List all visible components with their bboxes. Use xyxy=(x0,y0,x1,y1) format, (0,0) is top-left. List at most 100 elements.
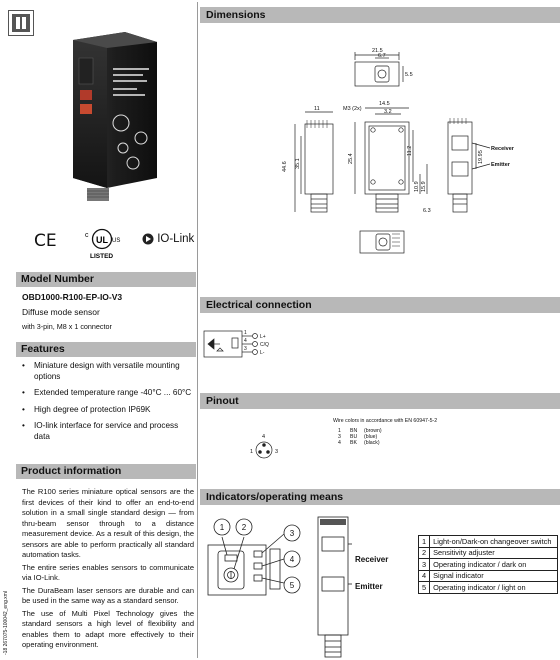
indicators-heading: Indicators/operating means xyxy=(200,489,560,505)
product-info-paragraph: The use of Multi Pixel Technology gives … xyxy=(22,608,194,650)
dim-height-254: 25.4 xyxy=(348,153,354,164)
feature-item: IO-link interface for service and proces… xyxy=(22,421,194,442)
brand-logo-mark xyxy=(12,14,30,32)
model-subdescription: with 3-pin, M8 x 1 connector xyxy=(22,322,112,331)
product-info-text: The R100 series miniature optical sensor… xyxy=(22,487,194,653)
indicators-drawing: 1 2 3 4 5 Receiver Emitter xyxy=(207,516,388,658)
ce-mark: CE xyxy=(34,231,57,251)
ul-listed-text: LISTED xyxy=(90,253,113,260)
model-number: OBD1000-R100-EP-IO-V3 xyxy=(22,292,123,302)
pinout-pin1: 1 xyxy=(250,449,253,455)
model-description: Diffuse mode sensor xyxy=(22,307,100,317)
elec-l-plus: L+ xyxy=(260,334,266,340)
electrical-connection-heading: Electrical connection xyxy=(200,297,560,313)
elec-pin3: 3 xyxy=(244,346,247,352)
pinout-diagram: 4 1 3 xyxy=(250,434,278,459)
product-photo xyxy=(73,32,157,201)
ul-c-text: c xyxy=(85,232,89,239)
ul-mark-text: UL xyxy=(96,235,108,245)
iolink-text: IO-Link xyxy=(157,233,195,246)
wire-code: BN xyxy=(350,428,358,434)
dim-height-446: 44.6 xyxy=(282,161,288,172)
wire-row: 3 BU (blue) xyxy=(338,434,382,440)
indicator-callout-5: 5 xyxy=(290,581,295,590)
product-info-paragraph: The DuraBeam laser sensors are durable a… xyxy=(22,585,194,606)
wire-code: BU xyxy=(350,434,358,441)
wire-row: 4 BK (black) xyxy=(338,440,382,446)
indicator-receiver-label: Receiver xyxy=(355,555,388,564)
indicator-emitter-label: Emitter xyxy=(355,582,383,591)
dim-thread: M3 (2x) xyxy=(343,106,362,112)
pinout-pin4: 4 xyxy=(262,434,265,440)
dim-width-11: 11 xyxy=(314,106,320,112)
document-code: -18 267075-100042_eng.xml xyxy=(3,591,9,655)
dimensions-heading: Dimensions xyxy=(200,7,560,23)
wire-color: (blue) xyxy=(364,434,378,441)
indicator-num: 5 xyxy=(417,581,431,594)
dim-top-width: 21.5 xyxy=(372,48,383,54)
indicator-callout-1: 1 xyxy=(220,523,225,532)
wire-code: BK xyxy=(350,440,357,447)
dim-width-32: 3.2 xyxy=(384,109,392,115)
product-info-paragraph: The R100 series miniature optical sensor… xyxy=(22,487,194,559)
ul-us-text: US xyxy=(112,238,120,244)
indicator-text: Operating indicator / light on xyxy=(429,581,559,594)
dim-height-1995: 19.95 xyxy=(478,150,484,164)
features-heading: Features xyxy=(16,342,196,357)
elec-l-minus: L- xyxy=(260,350,265,356)
elec-pin4: 4 xyxy=(244,338,247,344)
indicator-callout-4: 4 xyxy=(290,555,295,564)
iolink-logo: IO-Link xyxy=(142,233,194,245)
indicator-num: 2 xyxy=(417,546,431,559)
wire-num: 1 xyxy=(338,428,341,434)
ul-listed-mark: UL c US LISTED xyxy=(85,228,120,260)
features-list: Miniature design with versatile mounting… xyxy=(22,361,194,448)
dim-height-351: 35.1 xyxy=(295,158,301,169)
dim-top-inner: 6.7 xyxy=(378,53,386,59)
elec-cq: C/Q xyxy=(260,342,269,348)
wire-row: 1 BN (brown) xyxy=(338,428,382,434)
wire-num: 4 xyxy=(338,440,341,447)
wire-color-list: 1 BN (brown) 3 BU (blue) 4 BK (black) xyxy=(338,428,382,447)
feature-item: High degree of protection IP69K xyxy=(22,405,194,416)
brand-logo xyxy=(8,10,34,36)
iolink-icon xyxy=(142,233,154,245)
dim-height-63: 6.3 xyxy=(423,208,431,214)
column-divider xyxy=(197,2,198,658)
dimensions-drawing: 21.5 6.7 5.5 11 M3 (2x) 14.5 3.2 44.6 35… xyxy=(282,48,515,254)
dim-height-112: 11.2 xyxy=(407,146,413,156)
product-info-heading: Product information xyxy=(16,464,196,479)
dim-height-109: 10.9 xyxy=(414,181,420,192)
feature-item: Miniature design with versatile mounting… xyxy=(22,361,194,382)
indicator-text: Sensitivity adjuster xyxy=(429,546,559,559)
feature-item: Extended temperature range -40°C ... 60°… xyxy=(22,388,194,399)
pinout-heading: Pinout xyxy=(200,393,560,409)
indicator-callout-2: 2 xyxy=(242,523,247,532)
indicator-num: 4 xyxy=(417,569,431,582)
dim-receiver-label: Receiver xyxy=(491,146,515,152)
indicator-text: Operating indicator / dark on xyxy=(429,558,559,571)
indicator-callout-3: 3 xyxy=(290,529,295,538)
electrical-connection-diagram: 1 4 3 L+ C/Q L- xyxy=(203,330,269,358)
wire-color: (black) xyxy=(364,440,380,447)
wire-colors-title: Wire colors in accordance with EN 60947-… xyxy=(333,418,438,424)
dim-width-145: 14.5 xyxy=(379,101,390,107)
indicator-num: 3 xyxy=(417,558,431,571)
wire-num: 3 xyxy=(338,434,341,441)
certification-marks: CE UL c US LISTED IO-Link xyxy=(34,228,199,262)
elec-pin1: 1 xyxy=(244,330,247,336)
dim-emitter-label: Emitter xyxy=(491,162,511,168)
pinout-pin3: 3 xyxy=(275,449,278,455)
dim-top-side: 5.5 xyxy=(405,72,413,78)
indicator-text: Light-on/Dark-on changeover switch xyxy=(429,535,559,548)
wire-color: (brown) xyxy=(364,428,382,434)
product-info-paragraph: The entire series enables sensors to com… xyxy=(22,562,194,583)
indicator-text: Signal indicator xyxy=(429,569,559,582)
model-number-heading: Model Number xyxy=(16,272,196,287)
